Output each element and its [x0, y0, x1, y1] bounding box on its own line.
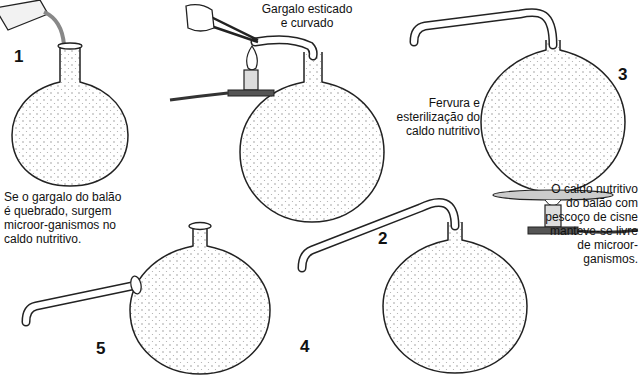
callout-number: 1 [14, 48, 34, 66]
callout-number: 2 [378, 230, 398, 248]
callout-number: 4 [300, 338, 320, 356]
step-label: O caldo nutritivo do balão com pescoço d… [545, 182, 638, 266]
step-label: Fervura e esterilização do caldo nutriti… [396, 96, 480, 138]
step-label: Gargalo esticado e curvado [258, 2, 356, 30]
flask-1 [0, 0, 128, 186]
callout-number: 5 [96, 340, 116, 358]
step-label: Se o gargalo do balão é quebrado, surgem… [4, 190, 126, 246]
flask-4 [302, 202, 527, 373]
callout-number: 3 [618, 66, 638, 84]
flask-2 [170, 5, 384, 222]
